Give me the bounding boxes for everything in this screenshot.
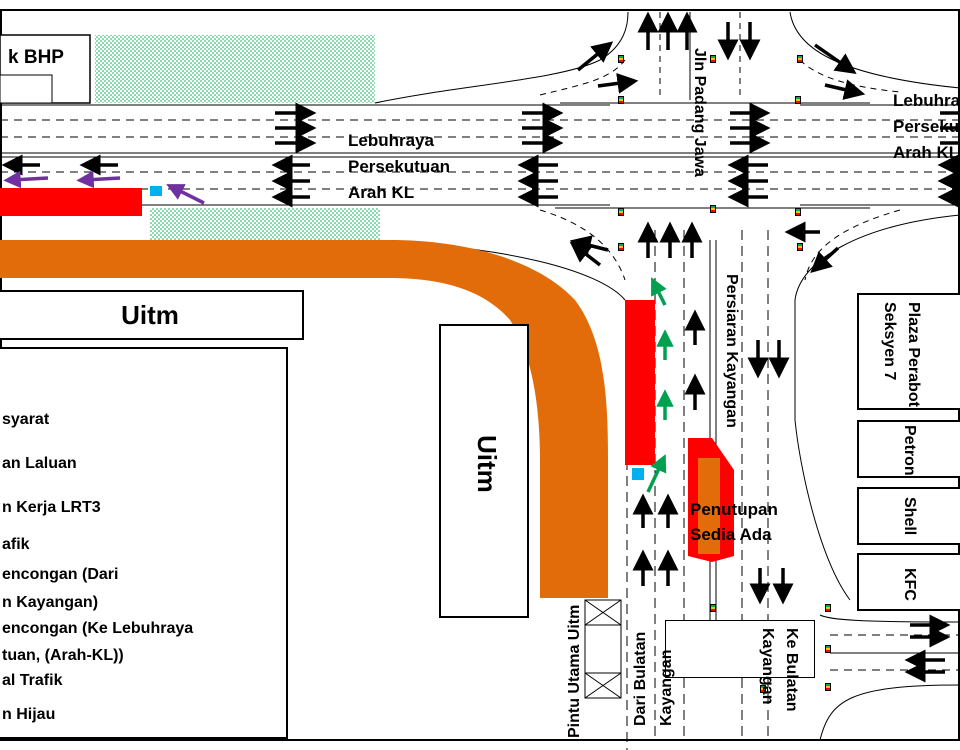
plaza-perabot-building (857, 293, 960, 410)
legend-item-8: tuan, (Arah-KL)) (2, 647, 124, 664)
slip-sw (539, 209, 626, 281)
sign-blue-pk (632, 468, 644, 480)
penutupan-line-1: Penutupan (690, 500, 778, 519)
curve-ne (789, 11, 960, 89)
orange-diversion-road (0, 240, 608, 598)
legend-item-2: an Laluan (2, 455, 77, 472)
green-area-north (95, 35, 375, 103)
east-road-n (819, 614, 960, 623)
pintu-utama-gate (584, 599, 622, 699)
diversion-arrows-green (646, 277, 674, 493)
kfc-label: KFC (901, 568, 918, 601)
uitm-banner-label: Uitm (121, 299, 179, 330)
legend-item-3: n Kerja LRT3 (2, 499, 101, 516)
persiaran-kayangan-label: Persiaran Kayangan (723, 274, 740, 428)
curve-nw (374, 11, 629, 104)
work-zone-west (0, 188, 142, 216)
kfc-building (857, 553, 960, 611)
road-arrows (569, 11, 866, 605)
highway-west-line-1: Lebuhraya (348, 131, 435, 150)
ke-bulatan-line-2: Kayangan (759, 628, 776, 705)
shell-building (857, 487, 960, 545)
uitm-building (439, 324, 529, 618)
uitm-building-label: Uitm (472, 435, 502, 493)
legend-item-1: syarat (2, 411, 50, 428)
pintu-utama-label: Pintu Utama Uitm (566, 604, 583, 738)
shell-label: Shell (901, 497, 918, 536)
legend-box (0, 347, 288, 739)
highway-east-line-1: Lebuhraya (893, 91, 960, 110)
dari-bulatan-line-2: Kayangan (658, 649, 675, 726)
legend-item-7: encongan (Ke Lebuhraya (2, 620, 194, 637)
dari-bulatan-line-1: Dari Bulatan (632, 631, 649, 726)
petron-building (857, 420, 960, 478)
sign-blue-west (150, 186, 162, 196)
plaza-perabot-line-1: Plaza Perabot (905, 302, 922, 407)
legend-item-6: n Kayangan) (2, 594, 99, 611)
diversion-arrows-purple (3, 170, 205, 205)
highway-arrows (1, 102, 960, 683)
legend-item-5: encongan (Dari (2, 566, 119, 583)
east-road-s (819, 684, 960, 741)
curve-se (794, 214, 960, 601)
highway-west-line-3: Arah KL (348, 183, 414, 202)
bhp-label: k BHP (8, 47, 64, 68)
uitm-banner: Uitm (0, 290, 304, 340)
legend-item-9: al Trafik (2, 672, 63, 689)
jln-padang-jawa-label: Jln Padang Jawa (691, 48, 708, 177)
legend-item-10: n Hijau (2, 706, 56, 723)
slip-se (804, 209, 901, 281)
plaza-perabot-line-2: Seksyen 7 (881, 302, 898, 381)
work-zone-pk (625, 300, 655, 465)
highway-west-line-2: Persekutuan (348, 157, 450, 176)
green-area-south (150, 208, 380, 240)
ke-bulatan-box (665, 620, 815, 678)
bhp-annex (0, 74, 53, 104)
slip-nw (539, 59, 626, 96)
highway-east-line-2: Persekutuan (893, 117, 960, 136)
petron-label: Petron (901, 425, 918, 476)
slip-ne (799, 59, 901, 93)
highway-east-line-3: Arah KL (893, 143, 959, 162)
closure-zone-inner (698, 458, 720, 554)
legend-item-4: afik (2, 536, 30, 553)
ke-bulatan-line-1: Ke Bulatan (783, 628, 800, 712)
penutupan-line-2: Sedia Ada (690, 525, 772, 544)
